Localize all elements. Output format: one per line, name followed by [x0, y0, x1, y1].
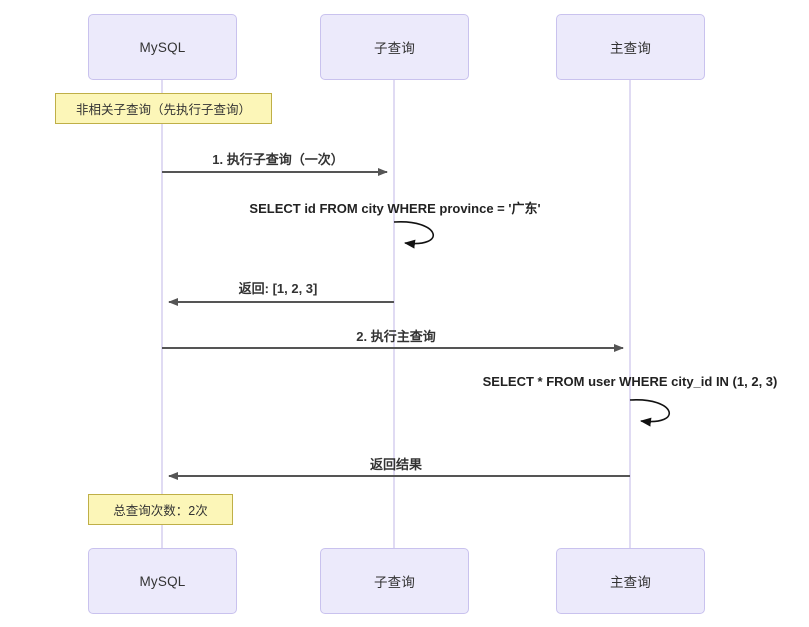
note-total-query-count: 总查询次数：2次: [88, 494, 233, 525]
participant-mainquery-bottom[interactable]: 主查询: [556, 548, 705, 614]
note-text: 非相关子查询（先执行子查询）: [75, 103, 251, 117]
lifeline-mainquery: [629, 80, 631, 558]
message-label-1: 1. 执行子查询（一次）: [212, 152, 344, 167]
sql-label-mainquery: SELECT * FROM user WHERE city_id IN (1, …: [482, 374, 778, 389]
lifeline-mysql: [161, 80, 163, 558]
participant-label: MySQL: [139, 573, 186, 589]
note-non-correlated-subquery: 非相关子查询（先执行子查询）: [55, 93, 272, 124]
participant-subquery-top[interactable]: 子查询: [320, 14, 469, 80]
self-loop-arrow-subquery: [393, 221, 435, 249]
lifeline-subquery: [393, 80, 395, 558]
sql-label-subquery: SELECT id FROM city WHERE province = '广东…: [249, 201, 541, 216]
participant-label: 主查询: [609, 575, 652, 590]
participant-mainquery-top[interactable]: 主查询: [556, 14, 705, 80]
participant-label: MySQL: [139, 39, 186, 55]
participant-label: 主查询: [609, 41, 652, 56]
self-loop-arrow-mainquery: [629, 399, 671, 427]
participant-label: 子查询: [373, 575, 416, 590]
participant-mysql-bottom[interactable]: MySQL: [88, 548, 237, 614]
note-text: 总查询次数：2次: [113, 504, 208, 518]
participant-label: 子查询: [373, 41, 416, 56]
message-label-4: 返回结果: [369, 457, 422, 472]
participant-subquery-bottom[interactable]: 子查询: [320, 548, 469, 614]
message-label-3: 2. 执行主查询: [356, 329, 436, 344]
message-label-2: 返回: [1, 2, 3]: [238, 281, 318, 296]
participant-mysql-top[interactable]: MySQL: [88, 14, 237, 80]
